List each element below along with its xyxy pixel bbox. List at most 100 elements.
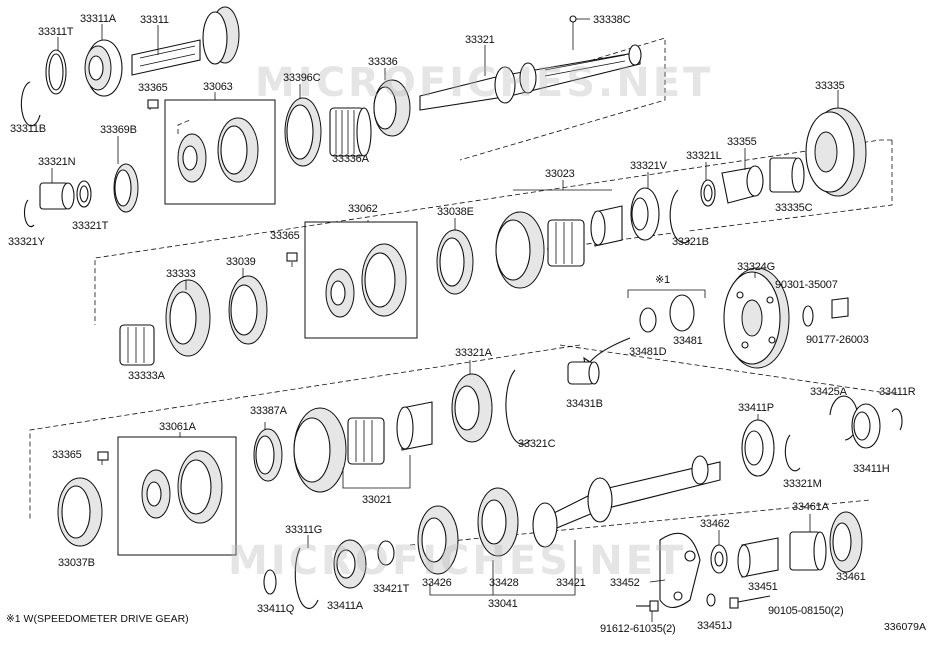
part-label-33411A: 33411A: [327, 600, 363, 612]
reverse-idler-group: [636, 511, 863, 612]
row4-parts: [253, 369, 531, 493]
part-label-33411Q: 33411Q: [257, 603, 295, 615]
part-label-33333A: 33333A: [128, 370, 165, 382]
part-label-33023: 33023: [545, 168, 575, 180]
part-label-33461A: 33461A: [792, 501, 829, 513]
needle-bearing-33336A: [329, 107, 372, 157]
part-label-33041: 33041: [488, 598, 518, 610]
part-label-33481: 33481: [673, 335, 703, 347]
watermark-bottom: MICROFICHES.NET: [228, 538, 687, 584]
key-33365-c: [97, 451, 109, 461]
kit-box-33061A: [117, 436, 237, 556]
part-label-33311T: 33311T: [38, 26, 74, 38]
washer-33451J: [706, 593, 716, 607]
part-label-33462: 33462: [700, 518, 730, 530]
part-label-33061A: 33061A: [159, 421, 196, 433]
needle-bearing-33021: [347, 417, 385, 465]
part-label-33063: 33063: [203, 81, 233, 93]
part-label-33411P: 33411P: [738, 402, 774, 414]
part-label-33311G: 33311G: [285, 524, 323, 536]
output-shaft-33321: [419, 44, 642, 111]
flange-33324G: [723, 267, 849, 369]
part-label-33421: 33421: [556, 577, 586, 589]
part-label-33321L: 33321L: [686, 150, 722, 162]
part-label-33428: 33428: [489, 577, 519, 589]
part-label-33039: 33039: [226, 256, 256, 268]
part-label-33355: 33355: [727, 136, 757, 148]
snap-ring-33321B: [669, 189, 691, 244]
bearing-33311A: [84, 39, 123, 97]
gear-set-33023: [495, 189, 623, 289]
counter-shaft-group: [263, 395, 903, 609]
illustration-number: 336079A: [883, 621, 926, 633]
part-label-33038E: 33038E: [437, 206, 474, 218]
snap-ring-33411R: [891, 408, 903, 431]
snap-ring-33411Q: [263, 569, 277, 595]
ball-33338C: [569, 15, 577, 23]
part-label-90105-08150: 90105-08150(2): [768, 605, 844, 617]
part-label-90301-35007: 90301-35007: [775, 279, 838, 291]
part-label-33452: 33452: [610, 577, 640, 589]
part-label-33321T: 33321T: [72, 220, 109, 232]
row3-left-parts: [119, 275, 268, 366]
part-label-91612-61035: 91612-61035(2): [600, 623, 676, 635]
part-label-33324G: 33324G: [737, 261, 775, 273]
key-33365-b: [286, 252, 298, 262]
snap-ring-33311B: [20, 81, 41, 127]
part-label-33311A: 33311A: [80, 13, 116, 25]
part-label-33321M: 33321M: [783, 478, 822, 490]
footnote: ※1 W(SPEEDOMETER DRIVE GEAR): [6, 613, 189, 625]
part-label-33021: 33021: [362, 494, 392, 506]
part-label-33311: 33311: [140, 14, 169, 26]
part-label-33062: 33062: [348, 203, 378, 215]
kit-box-33063: [164, 99, 276, 205]
part-label-90177-26003: 90177-26003: [806, 334, 869, 346]
part-label-33421T: 33421T: [373, 583, 410, 595]
part-label-33321V: 33321V: [630, 160, 667, 172]
part-label-33425A: 33425A: [810, 386, 847, 398]
part-label-33338C: 33338C: [593, 14, 631, 26]
key-33365-a: [147, 99, 159, 109]
part-label-33426: 33426: [422, 577, 452, 589]
input-shaft-33311: [131, 6, 240, 76]
part-label-33333: 33333: [166, 268, 196, 280]
speedometer-gear-group: [567, 289, 706, 385]
part-label-33451: 33451: [748, 581, 778, 593]
part-label-33411H: 33411H: [853, 463, 890, 475]
snap-ring-33311G: [294, 547, 319, 609]
snap-ring-33321M: [784, 434, 801, 472]
washer-33421T: [377, 540, 395, 566]
part-label-33396C: 33396C: [283, 72, 321, 84]
kit-box-33062: [304, 221, 418, 339]
part-label-33336: 33336: [368, 56, 398, 68]
snap-ring-33321C: [505, 369, 531, 445]
part-label-33387A: 33387A: [250, 405, 287, 417]
part-label-33321N: 33321N: [38, 156, 76, 168]
part-label-33365c: 33365: [52, 449, 82, 461]
snap-ring-33311T-inner: [48, 53, 64, 91]
part-label-33411R: 33411R: [879, 386, 916, 398]
main-shaft-group: [20, 6, 867, 197]
part-label-33321C: 33321C: [518, 438, 556, 450]
part-label-33321: 33321: [465, 34, 495, 46]
part-label-33481D: 33481D: [629, 346, 667, 358]
part-label-33365a: 33365: [138, 82, 168, 94]
counter-parts-right: [630, 157, 805, 244]
part-label-33461: 33461: [836, 571, 866, 583]
part-label-note1: ※1: [655, 274, 670, 286]
part-label-33335C: 33335C: [775, 202, 813, 214]
snap-ring-33321Y: [23, 199, 35, 228]
bolt-90105-08150: [737, 595, 771, 603]
part-label-33321A: 33321A: [455, 347, 492, 359]
needle-bearing-33333A: [119, 324, 155, 366]
part-label-33365b: 33365: [270, 230, 300, 242]
part-label-33369B: 33369B: [100, 124, 137, 136]
part-label-33335: 33335: [815, 80, 845, 92]
part-label-33321B: 33321B: [672, 236, 709, 248]
part-label-33431B: 33431B: [566, 398, 603, 410]
part-label-33321Y: 33321Y: [8, 236, 45, 248]
part-label-33336A: 33336A: [332, 153, 369, 165]
part-label-33451J: 33451J: [697, 620, 732, 632]
